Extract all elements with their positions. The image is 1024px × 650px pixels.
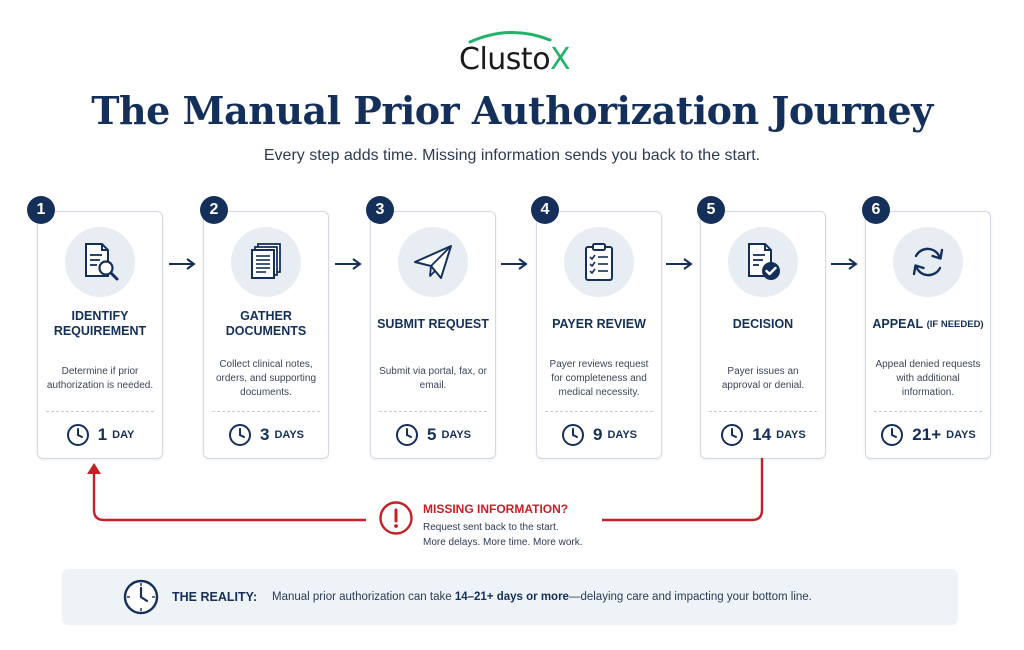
step-description: Payer reviews request for completeness a… [549,359,649,398]
step-title: PAYER REVIEW [552,316,646,331]
duration-unit: DAYS [441,429,472,441]
icon-badge [398,227,468,297]
icon-badge [893,227,963,297]
step-card-decision: DECISION Payer issues an approval or den… [700,211,826,459]
step-duration: 5 DAYS [371,423,495,447]
icon-badge [564,227,634,297]
arrow-right-icon [666,258,693,270]
step-title: DECISION [732,316,794,331]
clock-icon [561,424,584,446]
divider [212,411,320,412]
step-duration: 3 DAYS [204,423,328,447]
step-number-badge: 5 [697,196,725,224]
step-card-identify: IDENTIFY REQUIREMENT Determine if prior … [37,211,163,459]
step-number-badge: 3 [366,196,394,224]
step-card-submit: SUBMIT REQUEST Submit via portal, fax, o… [370,211,496,459]
reality-text-part: —delaying care and impacting your bottom… [568,591,812,603]
step-number-badge: 1 [27,196,55,224]
icon-badge [65,227,135,297]
divider [874,411,982,412]
step-number-badge: 4 [531,196,559,224]
reality-text-part: Manual prior authorization can take [272,591,455,603]
refresh-cycle-icon [912,247,944,277]
documents-stack-icon [251,243,281,279]
document-check-icon [748,243,780,280]
clock-icon [881,424,904,446]
clock-icon [123,579,159,615]
step-title-row: APPEAL (IF NEEDED) [870,306,986,342]
reality-text: Manual prior authorization can take 14–2… [272,591,812,603]
step-description: Submit via portal, fax, or email. [379,366,487,391]
icon-badge [231,227,301,297]
arrow-right-icon [335,258,362,270]
missing-info-line: More delays. More time. More work. [423,537,583,548]
duration-value: 5 [426,425,437,444]
duration-unit: DAYS [607,429,638,441]
arrow-right-icon [169,258,196,270]
page-title: The Manual Prior Authorization Journey [91,88,933,133]
duration-value: 3 [259,425,270,444]
step-description: Collect clinical notes, orders, and supp… [215,359,317,398]
step-card-gather: GATHER DOCUMENTS Collect clinical notes,… [203,211,329,459]
clock-icon [66,424,89,446]
step-duration: 21+ DAYS [866,423,990,447]
step-title-suffix: (IF NEEDED) [926,318,984,330]
step-duration: 9 DAYS [537,423,661,447]
missing-info-title: MISSING INFORMATION? [423,502,569,516]
duration-value: 1 [97,425,108,444]
divider [379,411,487,412]
duration-unit: DAYS [776,429,806,441]
step-card-appeal: APPEAL (IF NEEDED) Appeal denied request… [865,211,991,459]
page-subtitle: Every step adds time. Missing informatio… [263,147,761,164]
step-duration: 14 DAYS [701,423,825,447]
step-description: Payer issues an approval or denial. [721,366,805,391]
brand-accent: X [550,42,571,77]
brand-logo: ClustoX [430,26,590,77]
step-title: GATHER DOCUMENTS [225,309,307,338]
duration-value: 21+ [912,425,942,444]
reality-label: THE REALITY: [172,590,258,604]
step-number-badge: 2 [200,196,228,224]
divider [46,411,154,412]
arrow-right-icon [501,258,528,270]
divider [709,411,817,412]
step-duration: 1 DAY [38,423,162,447]
step-title: SUBMIT REQUEST [377,316,489,331]
duration-unit: DAYS [274,429,305,441]
step-card-payer-review: PAYER REVIEW Payer reviews request for c… [536,211,662,459]
clock-icon [228,424,251,446]
logo-arc-icon [468,31,552,44]
brand-name: Clusto [459,42,551,77]
alert-icon [379,501,413,535]
clock-icon [395,424,418,446]
divider [545,411,653,412]
step-number-badge: 6 [862,196,890,224]
missing-info-line: Request sent back to the start. [423,522,559,533]
duration-unit: DAYS [946,429,976,441]
duration-value: 9 [592,425,603,444]
paper-plane-icon [414,245,452,279]
arrow-right-icon [831,258,858,270]
reality-text-highlight: 14–21+ days or more [454,591,569,603]
missing-info-callout: MISSING INFORMATION? Request sent back t… [378,498,618,558]
clipboard-checklist-icon [585,243,613,281]
step-description: Determine if prior authorization is need… [46,366,154,391]
step-title: IDENTIFY REQUIREMENT [53,309,147,338]
document-search-icon [85,243,119,281]
icon-badge [728,227,798,297]
clock-icon [721,424,744,446]
reality-banner: THE REALITY: Manual prior authorization … [62,569,958,625]
duration-value: 14 [752,425,772,444]
step-description: Appeal denied requests with additional i… [875,359,981,398]
duration-unit: DAY [112,429,135,441]
step-title: APPEAL [872,316,924,331]
